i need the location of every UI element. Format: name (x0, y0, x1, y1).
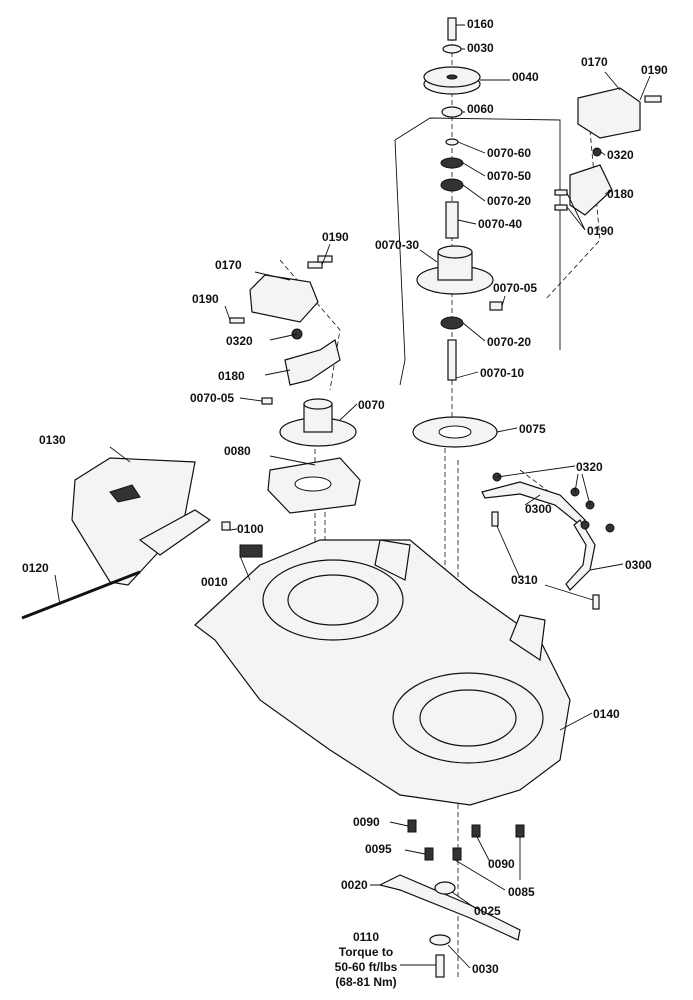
part-label: 0310 (511, 573, 538, 587)
part-label: 0190 (322, 230, 349, 244)
part-label: 0160 (467, 17, 494, 31)
bolt-0110 (435, 954, 445, 978)
chute-hinge (138, 509, 212, 556)
part-label: 0070-50 (487, 169, 531, 183)
part-label: 0070-40 (478, 217, 522, 231)
part-label: 0190 (641, 63, 668, 77)
bracket-0180-left (284, 339, 341, 386)
retainer-0070-60 (445, 138, 459, 146)
part-label: 0040 (512, 70, 539, 84)
nut-0320-right (592, 147, 602, 157)
torque-line-1: Torque to (339, 945, 393, 959)
part-label: 0100 (237, 522, 264, 536)
part-label: 0020 (341, 878, 368, 892)
leader-lines (54, 24, 651, 969)
part-label: 0070-05 (190, 391, 234, 405)
bracket-0180-right (569, 164, 613, 216)
plate-0080-hole (294, 476, 332, 492)
cover-0170-left (249, 274, 319, 323)
part-label: 0070-20 (487, 194, 531, 208)
part-label: 0070 (358, 398, 385, 412)
pulley-0040 (423, 66, 481, 95)
bearing-0070-20-top (440, 178, 464, 192)
mower-deck-0140 (194, 539, 571, 806)
torque-part-number: 0110 (353, 930, 379, 944)
grease-fitting-0070-05-right (489, 301, 503, 311)
part-label: 0010 (201, 575, 228, 589)
bolt-0190-right-b (554, 204, 568, 211)
torque-line-2: 50-60 ft/lbs (335, 960, 398, 974)
part-label: 0180 (607, 187, 634, 201)
torque-note: 0110 Torque to 50-60 ft/lbs (68-81 Nm) (335, 930, 398, 989)
seal-0070-50 (440, 157, 464, 169)
part-label: 0070-05 (493, 281, 537, 295)
part-labels: 0160 0030 0040 0060 0170 0190 0070-60 0070-50 00… (22, 17, 668, 976)
washer-0030-top (442, 44, 462, 54)
part-label: 0170 (215, 258, 242, 272)
adapter-0025 (434, 881, 456, 895)
plate-0075-hole (438, 425, 472, 439)
part-label: 0075 (519, 422, 546, 436)
part-label: 0140 (593, 707, 620, 721)
nut-0100 (221, 521, 231, 531)
part-label: 0170 (581, 55, 608, 69)
part-label: 0130 (39, 433, 66, 447)
spindle-housing-0070-30 (416, 245, 494, 295)
part-label: 0030 (472, 962, 499, 976)
bolt-0190-left-a (307, 261, 323, 269)
shaft-0070-10 (447, 339, 457, 381)
part-label: 0080 (224, 444, 251, 458)
bolt-0190-left-c (229, 317, 245, 324)
bolt-0085-b (515, 824, 525, 838)
spindle-group-outline (394, 117, 561, 386)
blade-0020 (378, 874, 521, 941)
part-label: 0180 (218, 369, 245, 383)
part-label: 0070-10 (480, 366, 524, 380)
part-label: 0060 (467, 102, 494, 116)
part-label: 0025 (474, 904, 501, 918)
part-label: 0190 (587, 224, 614, 238)
part-label: 0190 (192, 292, 219, 306)
bolt-0090-left (407, 819, 417, 833)
bolt-0085 (452, 847, 462, 861)
part-label: 0095 (365, 842, 392, 856)
nut-0060 (441, 106, 463, 118)
bolt-0310-b (592, 594, 600, 610)
spindle-0070 (279, 398, 357, 447)
part-label: 0300 (525, 502, 552, 516)
bolt-0090-right (471, 824, 481, 838)
bolt-0190-right-a (554, 189, 568, 196)
bolt-0310-a (491, 511, 499, 527)
part-label: 0320 (226, 334, 253, 348)
cover-0170-right (577, 87, 641, 139)
bolt-0095 (424, 847, 434, 861)
torque-line-3: (68-81 Nm) (335, 975, 396, 989)
part-label: 0120 (22, 561, 49, 575)
rod-0120 (21, 570, 141, 620)
chute-decal (109, 484, 141, 503)
part-label: 0320 (576, 460, 603, 474)
bolt-0160 (447, 17, 457, 41)
grease-fitting-0070-05-left (261, 397, 273, 405)
spacer-0070-40 (445, 201, 459, 239)
part-label: 0085 (508, 885, 535, 899)
baffle-0300-right (565, 519, 596, 591)
bearing-0070-20-bottom (440, 316, 464, 330)
part-label: 0090 (353, 815, 380, 829)
part-label: 0300 (625, 558, 652, 572)
part-label: 0070-20 (487, 335, 531, 349)
spring-0010 (239, 544, 263, 558)
part-label: 0090 (488, 857, 515, 871)
washer-0030-bottom (429, 934, 451, 946)
part-label: 0070-60 (487, 146, 531, 160)
part-label: 0030 (467, 41, 494, 55)
part-label: 0320 (607, 148, 634, 162)
part-label: 0070-30 (375, 238, 419, 252)
bolt-0190-right-top (644, 95, 662, 103)
